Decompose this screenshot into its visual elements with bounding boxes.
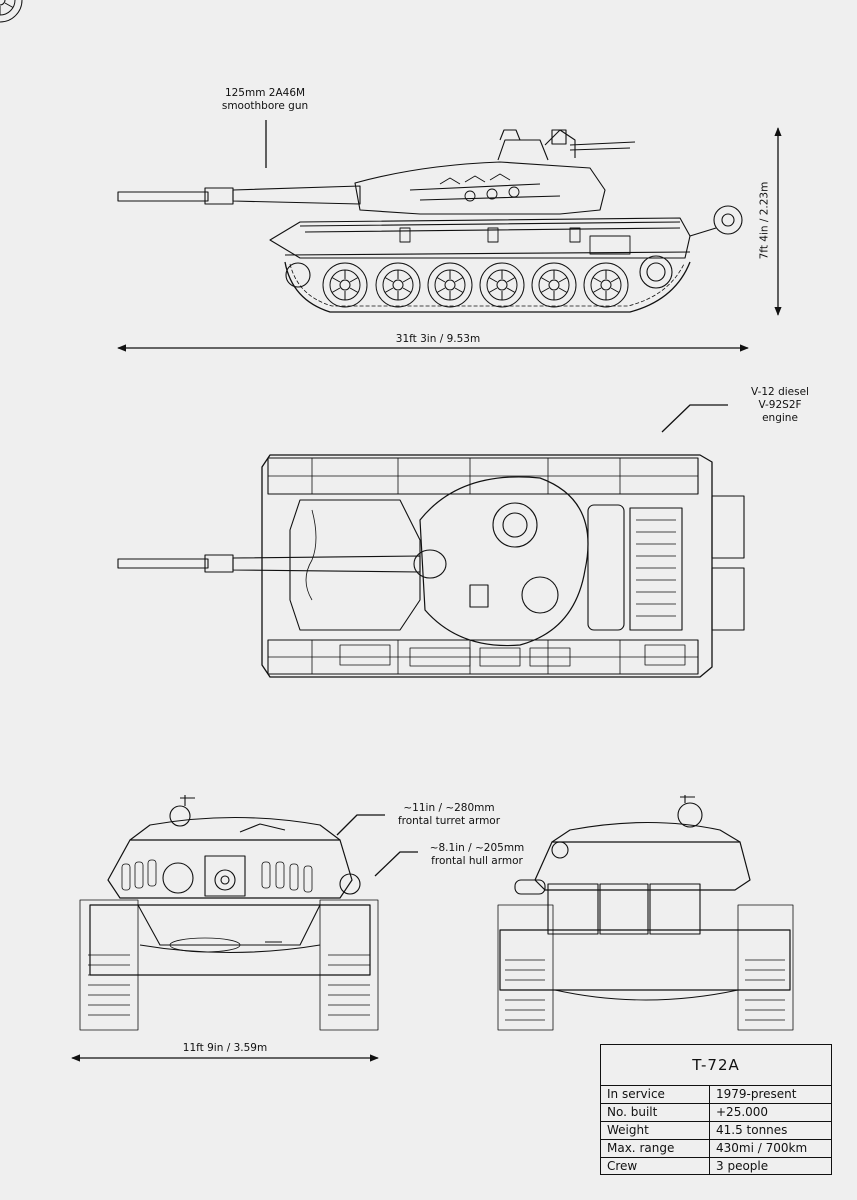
spec-key: Weight: [601, 1121, 710, 1140]
table-row: Max. range 430mi / 700km: [601, 1139, 831, 1158]
spec-key: In service: [601, 1086, 710, 1104]
length-dimension-label: 31ft 3in / 9.53m: [395, 333, 481, 345]
spec-title: T-72A: [601, 1045, 831, 1086]
engine-label-line-2: V-92S2F: [758, 399, 802, 411]
spec-rows: In service 1979-present No. built +25.00…: [601, 1086, 831, 1175]
spec-value: 430mi / 700km: [709, 1139, 831, 1158]
engine-label-line-1: V-12 diesel: [751, 386, 809, 398]
spec-key: Max. range: [601, 1139, 710, 1158]
spec-table: T-72A In service 1979-present No. built …: [600, 1044, 832, 1175]
spec-key: No. built: [601, 1103, 710, 1122]
table-row: Weight 41.5 tonnes: [601, 1121, 831, 1140]
top-view: [117, 404, 745, 678]
width-dimension-label: 11ft 9in / 3.59m: [182, 1042, 268, 1054]
spec-value: 1979-present: [716, 1087, 797, 1101]
table-row: No. built +25.000: [601, 1103, 831, 1122]
gun-label-line-1: 125mm 2A46M: [224, 87, 306, 99]
rear-view: [497, 795, 794, 1031]
table-row: Crew 3 people: [601, 1157, 831, 1175]
turret-armor-label: ~11in / ~280mm frontal turret armor: [384, 802, 514, 828]
table-row: In service 1979-present: [601, 1086, 831, 1104]
engine-label: V-12 diesel V-92S2F engine: [730, 386, 830, 425]
height-dimension-label: 7ft 4in / 2.23m: [758, 181, 771, 260]
turret-armor-line-2: frontal turret armor: [397, 815, 501, 827]
engine-label-line-3: engine: [762, 412, 798, 424]
spec-value: 3 people: [709, 1157, 831, 1175]
spec-key: Crew: [601, 1157, 710, 1175]
hull-armor-line-1: ~8.1in / ~205mm: [429, 842, 525, 854]
hull-armor-label: ~8.1in / ~205mm frontal hull armor: [418, 842, 536, 868]
spec-value: 41.5 tonnes: [709, 1121, 831, 1140]
turret-armor-line-1: ~11in / ~280mm: [403, 802, 495, 814]
side-view: [0, 0, 782, 352]
gun-label-line-2: smoothbore gun: [221, 100, 309, 112]
spec-value: +25.000: [709, 1103, 831, 1122]
hull-armor-line-2: frontal hull armor: [431, 855, 523, 867]
front-view: [71, 795, 418, 1062]
gun-label: 125mm 2A46M smoothbore gun: [205, 87, 325, 113]
